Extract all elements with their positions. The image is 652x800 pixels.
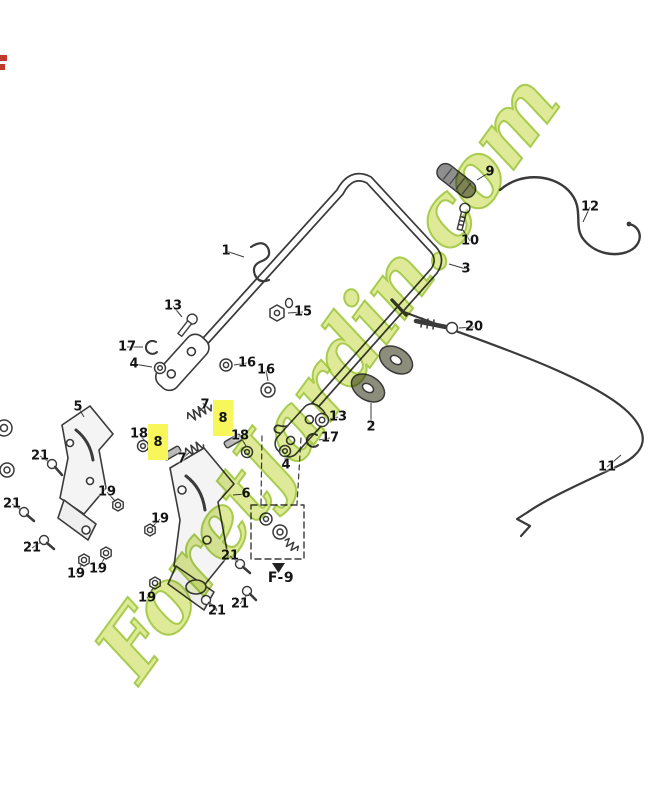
part-18-bushing-a xyxy=(240,445,254,459)
part-19-nuts xyxy=(78,498,161,590)
part-12-rod-end xyxy=(626,221,632,227)
leader-lines xyxy=(11,171,622,612)
part-17-clip-right xyxy=(305,432,319,448)
part-6-bracket xyxy=(167,447,235,611)
part-8-pin-b xyxy=(162,445,182,461)
handle-mount-plate-left xyxy=(154,333,210,392)
part-17-clip-left xyxy=(144,339,158,355)
part-13-washer-right xyxy=(314,412,330,428)
part-16-washer-b xyxy=(260,382,276,398)
tube-hole xyxy=(284,297,294,309)
part-9-grip xyxy=(436,162,477,199)
part-8-pin-a xyxy=(223,433,243,449)
part-4-washer-left xyxy=(153,361,167,375)
part-15-nut xyxy=(269,304,285,322)
part-18-bushing-b xyxy=(136,439,150,453)
edge-part-washers xyxy=(0,419,15,478)
part-7-spring-a xyxy=(186,402,212,421)
red-edge-mark xyxy=(0,55,7,70)
part-4-washer-right xyxy=(278,444,292,458)
inset-f9 xyxy=(250,435,305,573)
part-11-cable xyxy=(402,310,644,514)
part-10-bolt xyxy=(456,202,471,231)
part-13-bolt xyxy=(177,313,198,338)
part-16-washer-a xyxy=(219,358,233,372)
inset-down-arrow-icon xyxy=(272,563,285,573)
part-5-bracket xyxy=(57,405,114,541)
part-20-bolt xyxy=(413,317,459,335)
part-2-knob-a xyxy=(350,373,386,403)
handle-mount-plate-right xyxy=(274,402,327,458)
part-2-knob-b xyxy=(378,345,414,375)
part-11-cable-z-end xyxy=(515,510,532,538)
part-1-hook xyxy=(249,242,271,283)
part-12-rod xyxy=(498,176,641,256)
